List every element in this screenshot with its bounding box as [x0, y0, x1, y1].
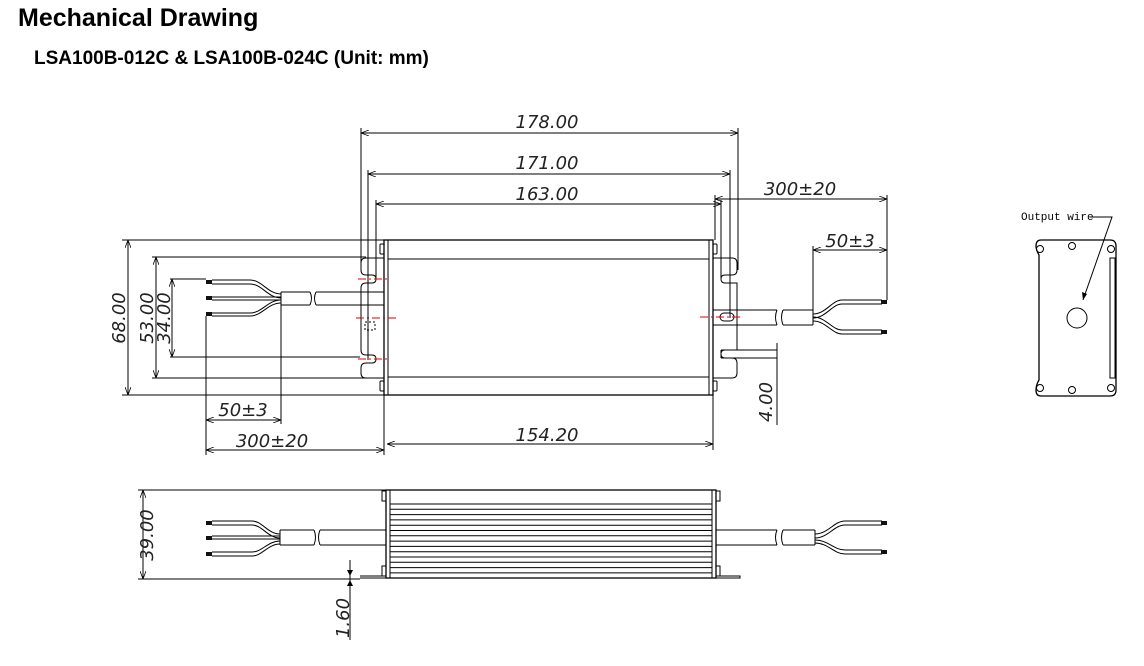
- dim-flange-height: 1.60: [333, 598, 354, 638]
- dim-overall-length: 178.00: [516, 112, 579, 133]
- right-mounting-flange: [713, 257, 738, 379]
- top-view: 178.00 171.00 163.00 300±20 50±3 68.00 5…: [109, 112, 888, 455]
- side-body-outline: [385, 489, 717, 579]
- output-cable: [713, 299, 887, 359]
- dim-overall-width: 68.00: [109, 292, 130, 344]
- dim-output-strip-length: 50±3: [825, 231, 874, 252]
- dim-output-wire-length: 300±20: [764, 179, 836, 200]
- left-mounting-flange: [360, 257, 384, 379]
- model-subtitle: LSA100B-012C & LSA100B-024C (Unit: mm): [34, 48, 429, 69]
- page-title: Mechanical Drawing: [18, 4, 259, 32]
- dim-flange-thickness: 4.00: [756, 382, 777, 422]
- dim-mount-width: 53.00: [137, 292, 158, 344]
- body-outline: [383, 239, 714, 396]
- end-view: Output wire: [1021, 212, 1117, 397]
- output-wire-label: Output wire: [1021, 212, 1094, 224]
- cooling-fins: [390, 503, 712, 574]
- output-wire-hole: [1066, 307, 1088, 329]
- side-view: 39.00 1.60: [137, 489, 887, 640]
- dim-hole-spacing: 34.00: [154, 292, 175, 344]
- dim-height: 39.00: [137, 509, 158, 561]
- dim-mounting-length: 171.00: [516, 153, 579, 174]
- dim-body-length: 154.20: [516, 425, 579, 446]
- dim-input-strip-length: 50±3: [218, 400, 267, 421]
- input-cable: [206, 279, 384, 317]
- dim-input-wire-length: 300±20: [236, 431, 308, 452]
- dim-hole-length: 163.00: [516, 184, 579, 205]
